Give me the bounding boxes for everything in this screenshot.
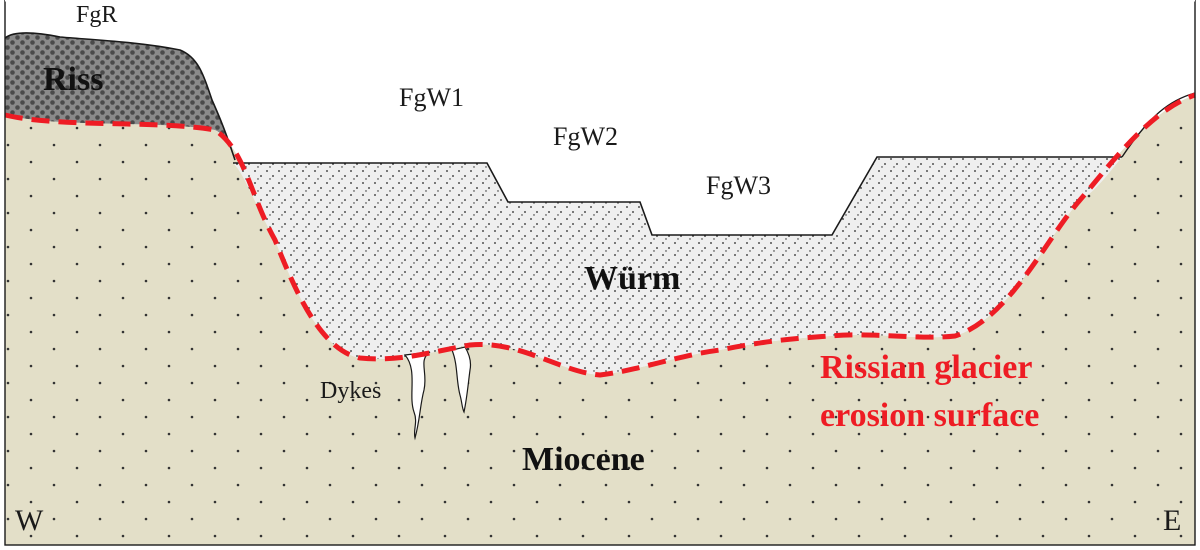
wurm-terrace-outline xyxy=(233,156,1122,236)
label-fgw2: FgW2 xyxy=(553,122,618,151)
label-east: E xyxy=(1163,504,1181,537)
dyke-left xyxy=(403,351,431,441)
riss-outline xyxy=(4,32,236,161)
label-wurm: Würm xyxy=(584,260,680,297)
dyke-right xyxy=(451,346,472,414)
label-erosion-line1: Rissian glacier xyxy=(820,349,1032,386)
diagram-frame xyxy=(4,0,1196,546)
label-fgr: FgR xyxy=(76,2,117,28)
label-miocene: Miocene xyxy=(522,441,645,478)
label-dykes: Dykes xyxy=(320,378,381,404)
riss-dots xyxy=(5,32,232,148)
wurm-dots xyxy=(233,157,1122,375)
label-west: W xyxy=(15,504,44,537)
label-erosion-line2: erosion surface xyxy=(820,397,1039,434)
label-riss: Riss xyxy=(43,61,103,98)
miocene-dots xyxy=(5,95,1195,545)
label-fgw3: FgW3 xyxy=(706,171,771,200)
label-fgw1: FgW1 xyxy=(399,83,464,112)
erosion-surface-line xyxy=(4,92,1196,378)
